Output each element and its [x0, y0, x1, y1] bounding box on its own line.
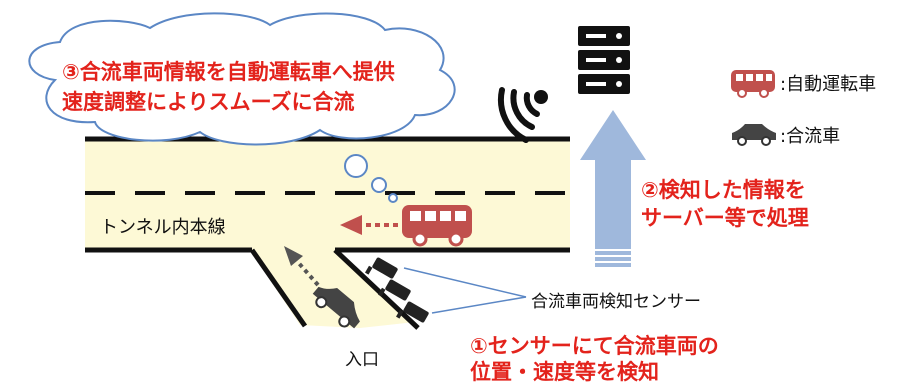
upward-processing-arrow [580, 110, 646, 267]
tunnel-mainline-label: トンネル内本線 [100, 217, 226, 238]
legend-merging-car-label: :合流車 [780, 126, 841, 147]
step1-text-line1: ①センサーにて合流車両の [470, 334, 719, 358]
legend-autonomous-label: :自動運転車 [780, 74, 877, 95]
merging-car-direction-arrow [284, 246, 320, 287]
step1-text-line2: 位置・速度等を検知 [470, 360, 659, 384]
legend-bus-icon [731, 70, 775, 98]
sensor-callout-line-1 [403, 267, 527, 298]
sensor-camera-icon-3 [396, 301, 429, 323]
cloud-text-step3-line1: ③合流車両情報を自動運転車へ提供 [62, 60, 395, 84]
ramp-left-edge [249, 248, 308, 328]
ramp-right-edge [333, 248, 420, 330]
step2-text-line2: サーバー等で処理 [641, 206, 809, 230]
thought-bubble-large [344, 154, 368, 178]
sensor-label: 合流車両検知センサー [531, 292, 701, 312]
server-icon [578, 26, 630, 94]
thought-cloud [28, 12, 456, 146]
thought-bubble-medium [371, 177, 387, 193]
wireless-signal-icon [497, 87, 548, 143]
sensor-callout-line-2 [431, 296, 527, 314]
step2-text-line1: ②検知した情報を [641, 178, 806, 202]
thought-bubble-small [388, 193, 398, 203]
sensor-camera-icon-1 [365, 257, 398, 279]
merging-car-icon [312, 286, 360, 329]
cloud-text-step3-line2: 速度調整によりスムーズに合流 [62, 90, 355, 114]
autonomous-vehicle-direction-arrow [340, 215, 398, 235]
autonomous-bus-icon [402, 205, 472, 247]
sensor-camera-icon-2 [378, 279, 411, 301]
entrance-label: 入口 [345, 350, 379, 370]
legend-car-icon [732, 124, 776, 146]
